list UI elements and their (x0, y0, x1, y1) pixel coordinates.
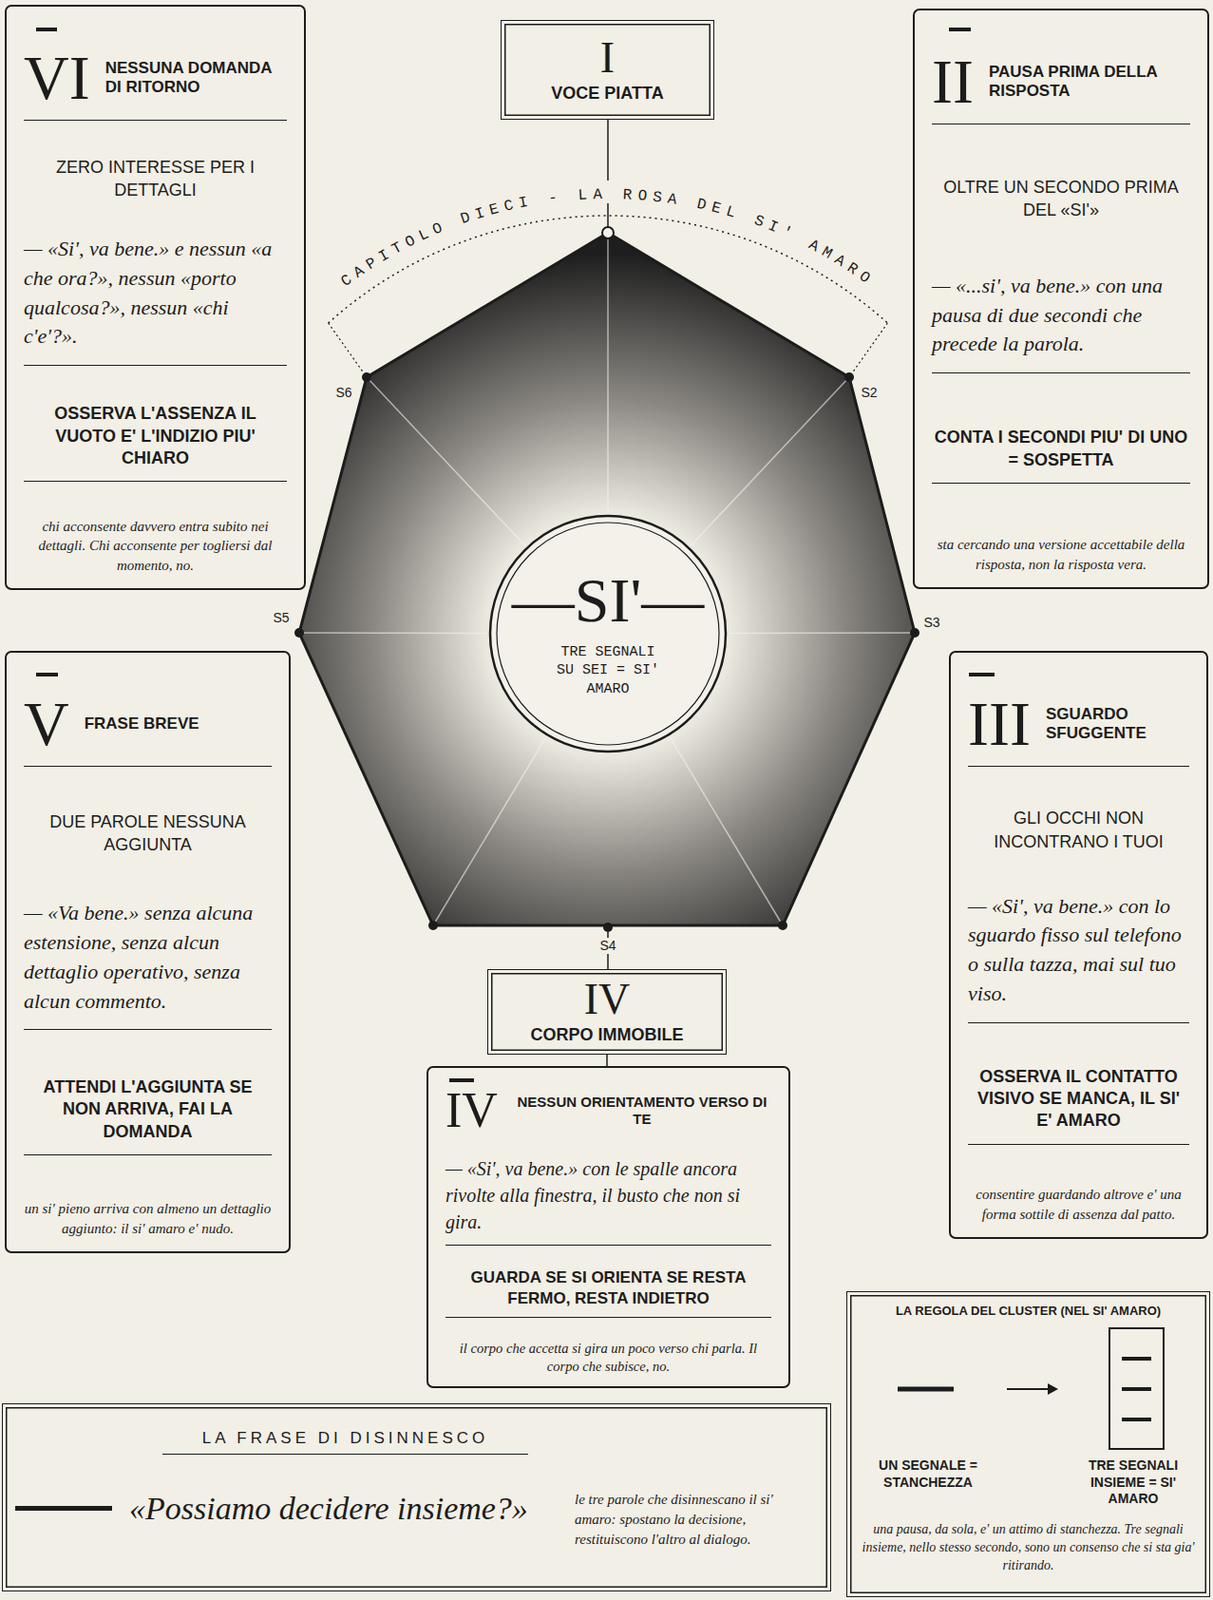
vertex-dot (361, 372, 372, 382)
rule-box: LA REGOLA DEL CLUSTER (NEL SI' AMARO) UN … (846, 1290, 1211, 1597)
cluster-dash (1121, 1386, 1152, 1391)
panel-header: IV NESSUN ORIENTAMENTO VERSO DI TE (445, 1086, 772, 1138)
example-quote: — «Si', va bene.» con le spalle ancora r… (445, 1151, 772, 1246)
vertex-dot (602, 227, 614, 239)
signal-name: VOCE PIATTA (550, 83, 664, 105)
signal-subtitle: DUE PAROLE NESSUNA AGGIUNTA (23, 800, 272, 857)
signal-box: IVCORPO IMMOBILE (487, 968, 727, 1055)
cluster-dash (1121, 1417, 1152, 1422)
example-quote: — «Si', va bene.» e nessun «a che ora?»,… (23, 227, 287, 366)
instruction: ATTENDI L'AGGIUNTA SE NON ARRIVA, FAI LA… (23, 1064, 272, 1156)
vertex-dot (294, 627, 304, 638)
cluster-dash (1121, 1356, 1152, 1361)
vertex-dot (844, 372, 854, 382)
signal-panel: III SGUARDO SFUGGENTE GLI OCCHI NON INCONT… (948, 650, 1209, 1239)
phrase-column: LA FRASE DI DISINNESCO «Possiamo decidere… (129, 1428, 562, 1581)
roman-numeral: III (967, 694, 1031, 755)
leader-line (606, 119, 609, 181)
cluster-arrow (1006, 1387, 1049, 1390)
roman-numeral: V (23, 694, 70, 755)
vertex-dot (909, 627, 920, 638)
threshold-rule: TRE SEGNALI SU SEI = SI' AMARO (555, 643, 661, 700)
accent-bar (449, 1078, 474, 1082)
roman-numeral: I (600, 36, 615, 80)
example-quote: — «Va bene.» senza alcuna estensione, se… (23, 890, 272, 1030)
arc-title: CAPITOLO DIECI - LA ROSA DEL SI' AMARO (338, 186, 878, 291)
signal-title: NESSUN ORIENTAMENTO VERSO DI TE (512, 1093, 772, 1128)
defusing-phrase: «Possiamo decidere insieme?» (129, 1487, 562, 1530)
rule-label: UN SEGNALE = STANCHEZZA (856, 1457, 1000, 1508)
rule-label: TRE SEGNALI INSIEME = SI' AMARO (1066, 1457, 1200, 1508)
vertex-label: S6 (333, 384, 354, 401)
footnote: sta cercando una versione accettabile de… (931, 525, 1191, 574)
rule-heading: LA REGOLA DEL CLUSTER (NEL SI' AMARO) (856, 1303, 1200, 1319)
panel-header: III SGUARDO SFUGGENTE (967, 694, 1190, 767)
accent-bar (36, 672, 58, 677)
vertex-label: S3 (921, 614, 942, 631)
footnote: chi acconsente davvero entra subito nei … (23, 507, 287, 575)
vertex-dot (777, 920, 788, 930)
signal-title: FRASE BREVE (84, 714, 272, 734)
signal-panel: VI NESSUNA DOMANDA DI RITORNO ZERO INTERES… (4, 4, 306, 590)
instruction: OSSERVA IL CONTATTO VISIVO SE MANCA, IL … (967, 1054, 1190, 1145)
outer-ring (490, 515, 726, 752)
roman-numeral: IV (584, 977, 631, 1022)
rule-labels: UN SEGNALE = STANCHEZZA TRE SEGNALI INSIE… (856, 1457, 1200, 1508)
accent-bar (36, 27, 57, 32)
footnote: un si' pieno arriva con almeno un dettag… (23, 1189, 272, 1238)
signal-panel: V FRASE BREVE DUE PAROLE NESSUNA AGGIUNTA —… (4, 650, 291, 1253)
heptagon (299, 232, 915, 926)
panel-header: VI NESSUNA DOMANDA DI RITORNO (23, 48, 287, 121)
instruction: GUARDA SE SI ORIENTA SE RESTA FERMO, RES… (445, 1259, 772, 1318)
footnote: una pausa, da sola, e' un attimo di stan… (856, 1520, 1200, 1575)
example-quote: — «...si', va bene.» con una pausa di du… (931, 264, 1191, 374)
circle-outline (488, 513, 728, 754)
vertex-label: S2 (858, 384, 879, 401)
phrase-bar (15, 1505, 113, 1511)
panel-header: II PAUSA PRIMA DELLA RISPOSTA (931, 52, 1191, 125)
signal-name: CORPO IMMOBILE (530, 1024, 684, 1046)
instruction: OSSERVA L'ASSENZA IL VUOTO E' L'INDIZIO … (23, 391, 287, 482)
roman-numeral: IV (445, 1086, 498, 1134)
leader-line (606, 203, 609, 228)
vertex-label: S4 (597, 937, 618, 954)
leader-line (328, 322, 367, 378)
instruction: CONTA I SECONDI PIU' DI UNO = SOSPETTA (931, 415, 1191, 484)
example-quote: — «Si', va bene.» con lo sguardo fisso s… (967, 884, 1190, 1024)
signal-title: SGUARDO SFUGGENTE (1045, 704, 1190, 744)
roman-numeral: II (931, 52, 974, 113)
phrase-heading: LA FRASE DI DISINNESCO (162, 1428, 529, 1455)
central-word: —SI'— (511, 568, 705, 632)
footnote: il corpo che accetta si gira un poco ver… (445, 1331, 772, 1377)
footnote: consentire guardando altrove e' una form… (967, 1175, 1190, 1224)
center-circle: —SI'— TRE SEGNALI SU SEI = SI' AMARO (488, 513, 728, 754)
connector (606, 1054, 608, 1066)
signal-box: I VOCE PIATTA (500, 19, 715, 120)
cluster-arrowhead (1047, 1383, 1059, 1395)
signal-panel: II PAUSA PRIMA DELLA RISPOSTA OLTRE UN SEC… (912, 8, 1210, 589)
cluster-box-icon (1109, 1327, 1164, 1449)
signal-subtitle: OLTRE UN SECONDO PRIMA DEL «SI'» (931, 166, 1191, 223)
phrase-box: LA FRASE DI DISINNESCO «Possiamo decidere… (1, 1402, 832, 1592)
signal-title: PAUSA PRIMA DELLA RISPOSTA (988, 62, 1191, 102)
circle-content: —SI'— TRE SEGNALI SU SEI = SI' AMARO (511, 568, 705, 700)
accent-bar (968, 672, 995, 677)
roman-numeral: VI (23, 48, 91, 109)
signal-subtitle: ZERO INTERESSE PER I DETTAGLI (23, 146, 287, 203)
leader-line (849, 322, 888, 378)
panel-header: V FRASE BREVE (23, 694, 272, 767)
signal-title: NESSUNA DOMANDA DI RITORNO (105, 58, 287, 98)
footnote: le tre parole che disinnescano il si' am… (574, 1489, 817, 1550)
vertex-dot (603, 922, 613, 932)
signal-panel: IV NESSUN ORIENTAMENTO VERSO DI TE — «Si',… (426, 1065, 791, 1388)
spokes (299, 232, 915, 926)
signal-subtitle: GLI OCCHI NON INCONTRANO I TUOI (967, 796, 1190, 853)
note-column: le tre parole che disinnescano il si' am… (574, 1460, 817, 1550)
vertex-dot (428, 920, 438, 930)
accent-bar (948, 27, 971, 32)
inner-ring (496, 522, 720, 745)
vertex-label: S5 (270, 609, 291, 626)
single-signal-dash (897, 1386, 954, 1392)
